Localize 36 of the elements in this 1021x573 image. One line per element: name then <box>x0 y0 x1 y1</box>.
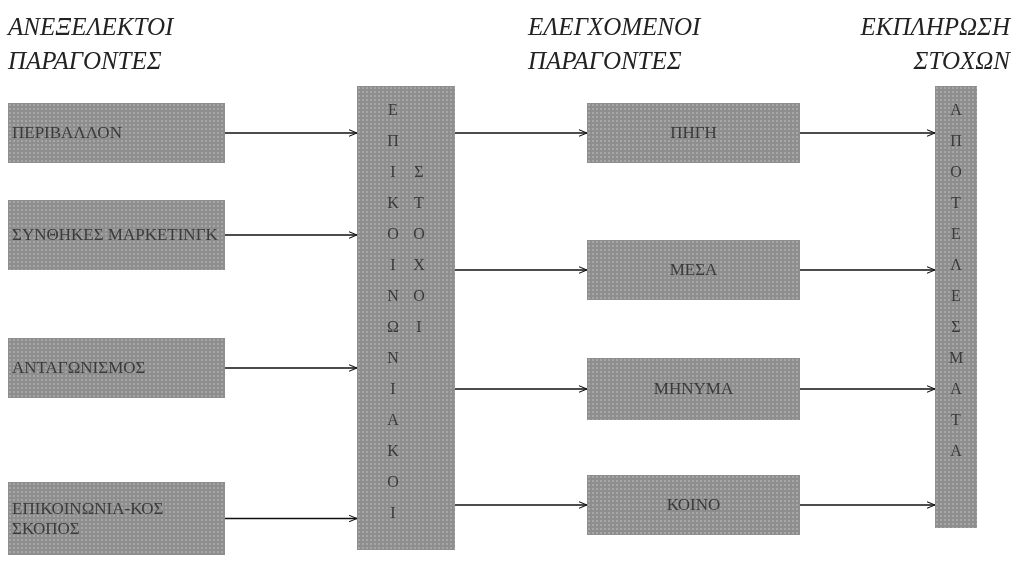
vertical-text: ΣΤΟΧΟΙ <box>412 162 426 337</box>
column-heading: ΑΝΕΞΕΛΕΚΤΟΙ ΠΑΡΑΓΟΝΤΕΣ <box>8 12 176 76</box>
arrow <box>224 364 358 372</box>
arrow <box>224 231 358 239</box>
box-text: ΜΕΣΑ <box>669 260 718 280</box>
vertical-bar <box>935 86 977 528</box>
arrow <box>454 129 588 137</box>
box-text: ΑΝΤΑΓΩΝΙΣΜΟΣ <box>12 358 146 378</box>
factor-box <box>587 103 800 163</box>
box-text: ΣΥΝΘΗΚΕΣ ΜΑΡΚΕΤΙΝΓΚ <box>12 225 218 245</box>
arrow <box>224 129 358 137</box>
factor-box <box>587 240 800 300</box>
box-text: ΜΗΝΥΜΑ <box>653 379 734 399</box>
arrow <box>454 385 588 393</box>
box-text: ΠΕΡΙΒΑΛΛΟΝ <box>12 123 122 143</box>
factor-box <box>8 200 225 270</box>
factor-box <box>587 358 800 420</box>
factor-box <box>8 338 225 398</box>
arrow <box>799 266 936 274</box>
column-heading: ΕΛΕΓΧΟΜΕΝΟΙ ΠΑΡΑΓΟΝΤΕΣ <box>528 12 703 76</box>
arrow <box>454 501 588 509</box>
column-heading: ΕΚΠΛΗΡΩΣΗ ΣΤΟΧΩΝ <box>859 12 1010 76</box>
arrow <box>799 501 936 509</box>
arrow <box>454 266 588 274</box>
arrow <box>224 514 358 523</box>
vertical-text: ΑΠΟΤΕΛΕΣΜΑΤΑ <box>948 100 964 461</box>
factor-box <box>8 482 225 555</box>
box-text: ΕΠΙΚΟΙΝΩΝΙΑ-ΚΟΣ ΣΚΟΠΟΣ <box>12 498 165 539</box>
arrow <box>799 385 936 393</box>
box-text: ΠΗΓΗ <box>670 123 717 143</box>
factor-box <box>587 475 800 535</box>
box-text: ΚΟΙΝΟ <box>666 495 721 515</box>
arrow <box>799 129 936 137</box>
vertical-text: ΕΠΙΚΟΙΝΩΝΙΑΚΟΙ <box>386 100 400 523</box>
factor-box <box>8 103 225 163</box>
vertical-bar <box>357 86 455 550</box>
